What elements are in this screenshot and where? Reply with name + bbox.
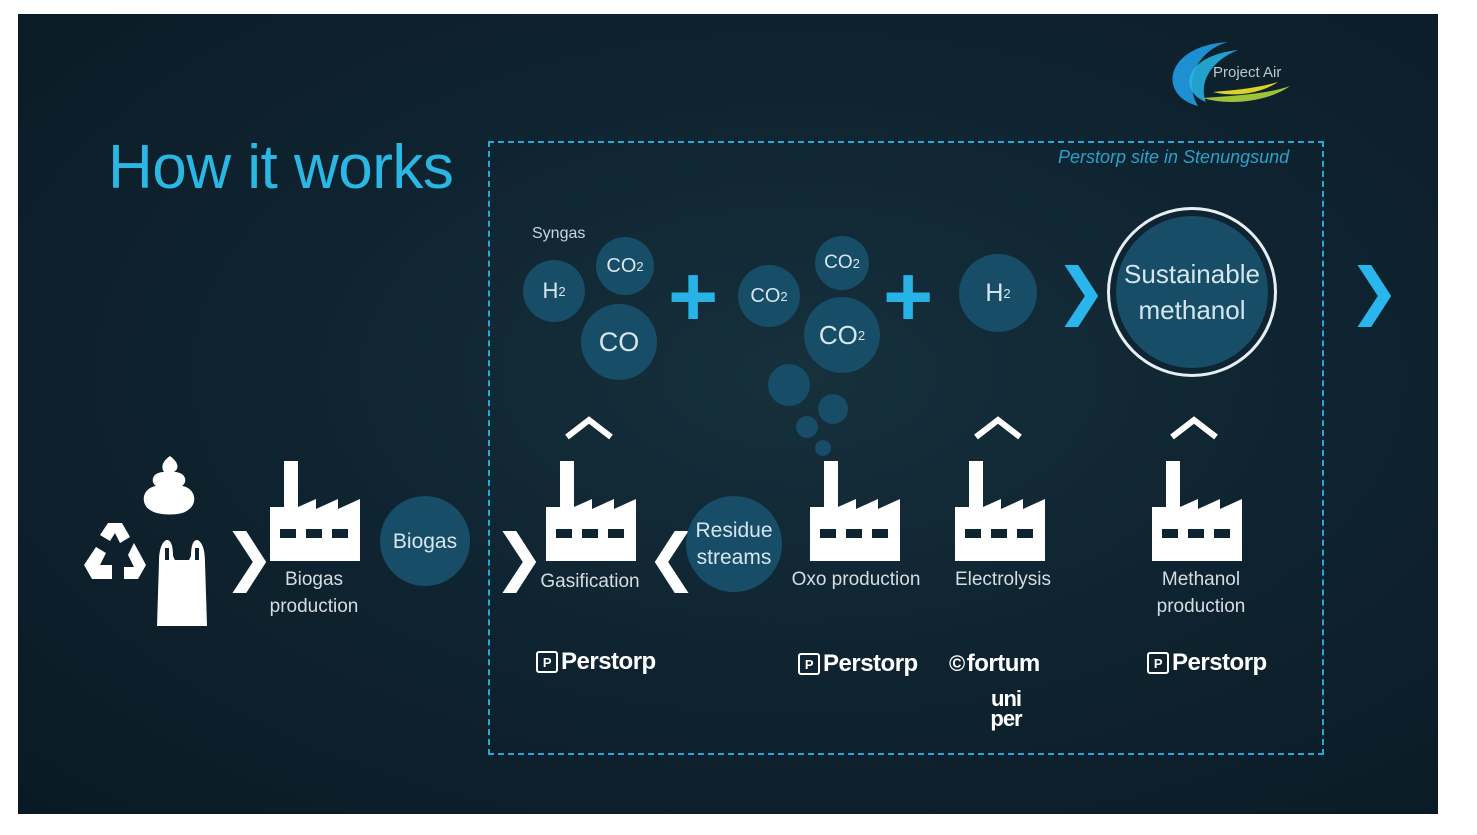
perstorp-logo: P Perstorp <box>536 648 656 676</box>
h2-main: H <box>542 278 559 303</box>
co2-main: CO <box>606 254 637 277</box>
perstorp-mark-icon: P <box>1147 652 1169 674</box>
methanol-production-label: Methanol production <box>1136 566 1266 620</box>
perstorp-mark-icon: P <box>798 653 820 675</box>
co2a-main: CO <box>750 284 781 307</box>
chevron-right-icon: ❯ <box>493 520 545 593</box>
co2-sub: 2 <box>636 258 644 274</box>
page-title: How it works <box>108 133 454 202</box>
plus-sign-2: + <box>883 249 934 345</box>
syngas-label: Syngas <box>532 225 586 242</box>
co2a-sub: 2 <box>780 288 788 304</box>
h2e-main: H <box>985 278 1004 307</box>
residue-streams-bubble: Residue streams <box>686 496 782 592</box>
biogas-bubble: Biogas <box>380 496 470 586</box>
caret-up-icon <box>1170 416 1218 440</box>
label-line1: Methanol <box>1161 569 1241 590</box>
methanol-line2: methanol <box>1138 295 1246 325</box>
h2-sub: 2 <box>558 283 566 299</box>
project-air-logo-icon <box>1172 42 1290 106</box>
label-line2: production <box>269 596 359 617</box>
perstorp-logo: P Perstorp <box>798 650 918 678</box>
co2b-main: CO <box>824 252 853 273</box>
plus-sign-1: + <box>668 249 719 345</box>
waste-poop-icon <box>143 456 195 515</box>
co2c-sub: 2 <box>857 327 866 343</box>
chevron-right-icon: ❯ <box>1348 254 1400 327</box>
fortum-text: fortum <box>966 650 1040 677</box>
factory-icon <box>1152 461 1242 561</box>
logo-text: Project Air <box>1213 64 1282 81</box>
biogas-production-label: Biogas production <box>254 566 374 620</box>
uniper-line1: uni <box>991 686 1022 711</box>
electrolysis-label: Electrolysis <box>954 569 1052 590</box>
perstorp-text: Perstorp <box>561 648 656 675</box>
uniper-line2: per <box>990 706 1022 731</box>
smoke-bubble <box>818 394 848 424</box>
site-label: Perstorp site in Stenungsund <box>1058 147 1290 167</box>
smoke-bubble <box>796 416 818 438</box>
factory-icon <box>546 461 636 561</box>
recycle-icon <box>84 523 146 579</box>
co2b-sub: 2 <box>852 255 860 271</box>
fortum-logo: © fortum <box>949 650 1040 678</box>
gasification-label: Gasification <box>540 571 640 592</box>
h2e-sub: 2 <box>1003 285 1011 301</box>
smoke-bubble <box>768 364 810 406</box>
co2c-main: CO <box>818 319 858 350</box>
chevron-right-icon: ❯ <box>223 520 275 593</box>
residue-line1: Residue <box>695 519 773 542</box>
site-boundary <box>488 141 1324 755</box>
residue-line2: streams <box>696 546 772 569</box>
methanol-line1: Sustainable <box>1124 259 1260 289</box>
perstorp-text: Perstorp <box>1172 649 1267 676</box>
label-line2: production <box>1156 596 1246 617</box>
sustainable-methanol-bubble: Sustainable methanol <box>1107 207 1277 377</box>
fortum-mark-icon: © <box>949 651 965 676</box>
co-bubble: CO <box>581 304 657 380</box>
smoke-bubble <box>815 440 831 456</box>
factory-icon <box>955 461 1045 561</box>
slide: How it works Project Air Perstorp site i… <box>18 14 1438 814</box>
factory-icon <box>810 461 900 561</box>
chevron-right-icon: ❯ <box>1055 254 1107 327</box>
uniper-logo: uni per <box>976 686 1036 731</box>
perstorp-logo: P Perstorp <box>1147 649 1267 677</box>
label-line1: Biogas <box>284 569 344 590</box>
plastic-bag-icon <box>157 540 207 626</box>
factory-icon <box>270 461 360 561</box>
caret-up-icon <box>565 416 613 440</box>
oxo-production-label: Oxo production <box>791 569 921 590</box>
perstorp-mark-icon: P <box>536 651 558 673</box>
perstorp-text: Perstorp <box>823 650 918 677</box>
caret-up-icon <box>974 416 1022 440</box>
